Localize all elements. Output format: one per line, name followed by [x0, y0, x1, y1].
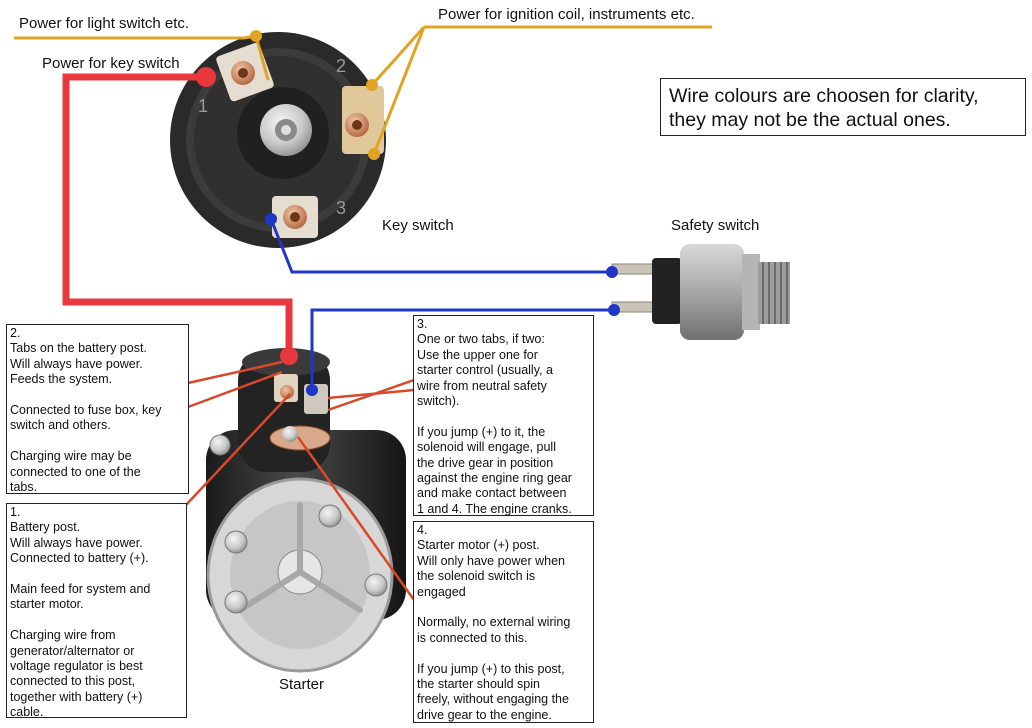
note-line: Main feed for system and: [10, 582, 151, 597]
note-line: Normally, no external wiring: [417, 615, 571, 630]
disclaimer-line-2: they may not be the actual ones.: [669, 109, 951, 131]
label-power-key-switch: Power for key switch: [42, 55, 180, 72]
dot-safety-1: [606, 266, 618, 278]
note-line: the drive gear in position: [417, 455, 554, 470]
note-number: 4.: [417, 523, 428, 537]
note-line: starter motor.: [10, 597, 84, 612]
note-line: Will only have power when: [417, 553, 565, 568]
note-line: engaged: [417, 584, 466, 599]
note-line: switch).: [417, 394, 460, 409]
note-line: connected to this post,: [10, 674, 136, 689]
leader-lines: [185, 360, 416, 601]
note-line: Connected to fuse box, key: [10, 403, 162, 418]
note-line: cable.: [10, 705, 44, 720]
label-key-switch: Key switch: [382, 217, 454, 234]
note-number: 2.: [10, 326, 21, 340]
wire-safety-to-starter: [310, 308, 614, 390]
safety-switch: [611, 244, 790, 340]
note-line: starter control (usually, a: [417, 363, 553, 378]
label-power-light-switch: Power for light switch etc.: [19, 15, 190, 32]
dot-key-switch-power: [196, 67, 216, 87]
note-line: If you jump (+) to this post,: [417, 661, 565, 676]
note-line: Charging wire may be: [10, 449, 132, 464]
note-line: against the engine ring gear: [417, 471, 572, 486]
dot-key-switch-3: [265, 213, 277, 225]
wire-light-switch-drop: [254, 35, 270, 81]
note-solenoid-tab: 3. One or two tabs, if two: Use the uppe…: [413, 315, 594, 516]
note-line: Will always have power.: [10, 535, 143, 550]
note-line: is connected to this.: [417, 630, 528, 645]
label-power-ignition: Power for ignition coil, instruments etc…: [438, 6, 695, 23]
note-line: freely, without engaging the: [417, 692, 569, 707]
wire-light-switch: [14, 34, 257, 40]
note-line: switch and others.: [10, 418, 111, 433]
note-line: wire from neutral safety: [417, 378, 547, 393]
note-line: Starter motor (+) post.: [417, 538, 540, 553]
note-line: One or two tabs, if two:: [417, 332, 545, 347]
note-line: Battery post.: [10, 520, 81, 535]
dot-ignition-2: [368, 148, 380, 160]
wire-ignition-1: [370, 25, 426, 87]
label-safety-switch: Safety switch: [671, 217, 760, 234]
dot-ignition-1: [366, 79, 378, 91]
note-line: 1 and 4. The engine cranks.: [417, 501, 572, 516]
note-line: tabs.: [10, 480, 38, 495]
note-line: Feeds the system.: [10, 372, 113, 387]
starter-motor: [206, 348, 406, 673]
note-line: drive gear to the engine.: [417, 707, 552, 722]
note-line: voltage regulator is best: [10, 659, 143, 674]
note-line: the solenoid switch is: [417, 569, 536, 584]
note-line: Will always have power.: [10, 356, 143, 371]
note-line: generator/alternator or: [10, 643, 135, 658]
note-line: together with battery (+): [10, 689, 143, 704]
label-starter: Starter: [279, 676, 325, 693]
dot-battery-tab: [280, 347, 298, 365]
svg-text:1: 1: [198, 96, 208, 116]
wire-key-to-safety: [269, 218, 612, 274]
wire-ignition-2: [372, 26, 426, 155]
note-starter-motor-post: 4. Starter motor (+) post. Will only hav…: [413, 521, 594, 723]
svg-text:3: 3: [336, 198, 346, 218]
note-line: Connected to battery (+).: [10, 551, 149, 566]
note-line: solenoid will engage, pull: [417, 440, 556, 455]
dot-solenoid-tab: [306, 384, 318, 396]
note-number: 1.: [10, 505, 21, 519]
disclaimer-line-1: Wire colours are choosen for clarity,: [669, 85, 979, 107]
note-number: 3.: [417, 317, 428, 331]
dot-light-switch: [250, 30, 262, 42]
note-line: Tabs on the battery post.: [10, 341, 147, 356]
note-battery-post: 1. Battery post. Will always have power.…: [6, 503, 187, 720]
wire-key-switch-power: [62, 73, 293, 356]
note-line: the starter should spin: [417, 677, 540, 692]
note-line: Use the upper one for: [417, 347, 538, 362]
disclaimer-box: Wire colours are choosen for clarity, th…: [660, 78, 1026, 136]
note-line: and make contact between: [417, 486, 567, 501]
dot-safety-2: [608, 304, 620, 316]
svg-text:2: 2: [336, 56, 346, 76]
key-switch: 1 2 3: [170, 32, 386, 248]
note-line: connected to one of the: [10, 464, 141, 479]
note-battery-tabs: 2. Tabs on the battery post. Will always…: [6, 324, 189, 494]
note-line: If you jump (+) to it, the: [417, 424, 546, 439]
note-line: Charging wire from: [10, 628, 116, 643]
